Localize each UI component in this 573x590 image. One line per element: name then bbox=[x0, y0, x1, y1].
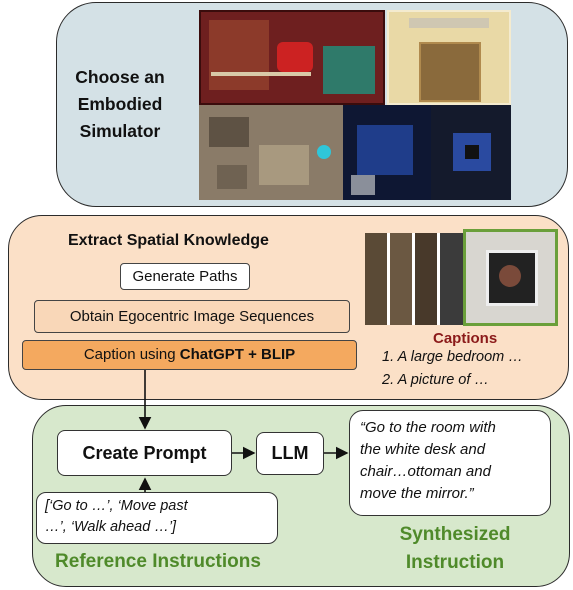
output-line: chair…ottoman and bbox=[360, 463, 491, 480]
floorplan-image-kitchen bbox=[387, 10, 511, 105]
caption-item: 1. A large bedroom … bbox=[382, 349, 523, 365]
extract-title: Extract Spatial Knowledge bbox=[68, 232, 269, 249]
synthesized-line: Synthesized bbox=[399, 524, 511, 545]
reference-line: [‘Go to …’, ‘Move past bbox=[45, 498, 188, 514]
reference-line: …’, ‘Walk ahead …’] bbox=[45, 519, 177, 535]
llm-box: LLM bbox=[256, 432, 324, 475]
caption-box-model: ChatGPT + BLIP bbox=[179, 346, 296, 363]
caption-item: 2. A picture of … bbox=[382, 372, 489, 388]
captions-title: Captions bbox=[433, 330, 498, 347]
floorplan-image-red bbox=[199, 10, 385, 105]
reference-instructions-title: Reference Instructions bbox=[55, 551, 261, 572]
output-line: move the mirror.” bbox=[360, 485, 474, 502]
simulator-label-line: Choose an bbox=[75, 67, 165, 87]
obtain-sequences-box: Obtain Egocentric Image Sequences bbox=[34, 300, 350, 333]
synthesized-instruction-title: Synthesized Instruction bbox=[380, 521, 530, 577]
synthesized-output-box: “Go to the room with the white desk and … bbox=[349, 410, 551, 516]
egocentric-frames bbox=[365, 233, 465, 325]
floorplan-image-dark-room bbox=[431, 105, 511, 200]
reference-instructions-box: [‘Go to …’, ‘Move past …’, ‘Walk ahead …… bbox=[36, 492, 278, 544]
caption-box: Caption using ChatGPT + BLIP bbox=[22, 340, 357, 370]
floorplan-image-blue-room bbox=[343, 105, 431, 200]
simulator-label-line: Simulator bbox=[79, 121, 161, 141]
caption-box-prefix: Caption using bbox=[83, 346, 180, 363]
simulator-label-line: Embodied bbox=[77, 94, 163, 114]
create-prompt-box: Create Prompt bbox=[57, 430, 232, 476]
generate-paths-box: Generate Paths bbox=[120, 263, 250, 290]
output-line: “Go to the room with bbox=[360, 419, 496, 436]
egocentric-image-highlight bbox=[463, 229, 558, 326]
synthesized-line: Instruction bbox=[405, 552, 505, 573]
simulator-label: Choose an Embodied Simulator bbox=[60, 64, 180, 145]
output-line: the white desk and bbox=[360, 441, 486, 458]
floorplan-image-office bbox=[199, 105, 343, 200]
